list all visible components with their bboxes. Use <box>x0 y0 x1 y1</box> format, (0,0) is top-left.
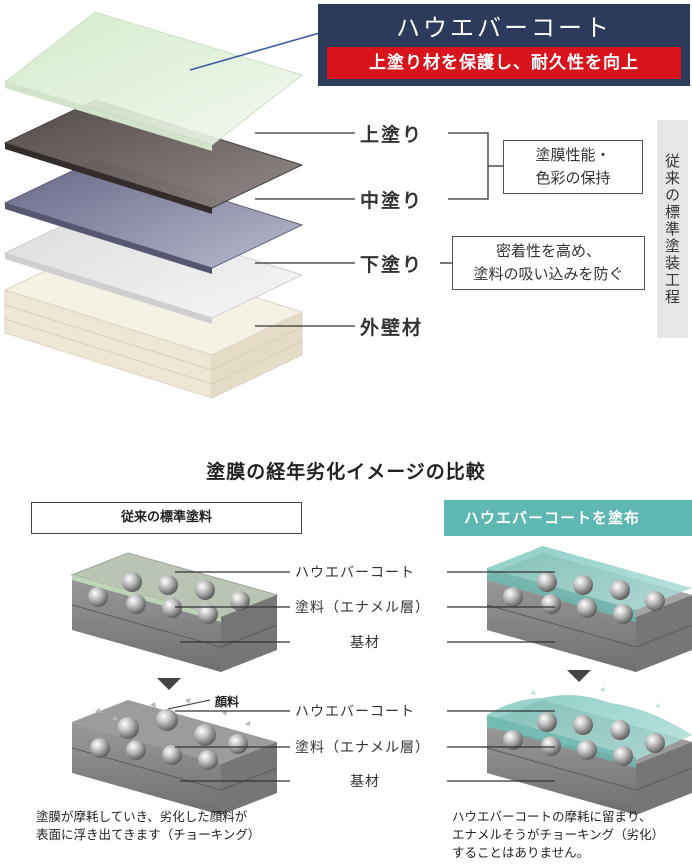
arrow-down-right <box>567 670 591 682</box>
however-coat-before-block <box>486 546 692 672</box>
note-color-line-1: 塗膜性能・ <box>535 146 611 164</box>
label-upper-enamel: 塗料（エナメル層） <box>295 600 430 616</box>
arrow-down-left <box>157 678 181 690</box>
standard-coating-after-block <box>71 698 278 815</box>
label-upper-substrate: 基材 <box>350 635 380 651</box>
note-adhesion-line-2: 塗料の吸い込みを防ぐ <box>473 265 624 283</box>
caption-right-line-1: ハウエバーコートの摩耗に留まり、 <box>452 809 652 824</box>
caption-right-line-3: することはありません。 <box>452 845 590 860</box>
note-adhesion: 密着性を高め、 塗料の吸い込みを防ぐ <box>452 236 645 290</box>
product-subtitle: 上塗り材を保護し、耐久性を向上 <box>327 47 681 79</box>
header-however-coat: ハウエバーコートを塗布 <box>444 500 692 536</box>
label-pigment: 顔料 <box>215 695 240 709</box>
caption-standard-coating: 塗膜が摩耗していき、劣化した顔料が 表面に浮き出てきます（チョーキング） <box>36 808 260 844</box>
caption-left-line-1: 塗膜が摩耗していき、劣化した顔料が <box>36 809 248 824</box>
product-title: ハウエバーコート <box>396 14 612 42</box>
label-lower-substrate: 基材 <box>350 774 380 790</box>
label-middle-coat: 中塗り <box>360 190 424 212</box>
header-standard-coating: 従来の標準塗料 <box>31 502 302 534</box>
label-upper-clear-coat: ハウエバーコート <box>295 565 415 581</box>
top-coat-layer <box>3 99 304 209</box>
middle-coat-layer <box>3 159 304 269</box>
note-color-retention: 塗膜性能・ 色彩の保持 <box>503 140 643 194</box>
label-under-coat: 下塗り <box>360 254 424 276</box>
caption-left-line-2: 表面に浮き出てきます（チョーキング） <box>36 827 261 842</box>
comparison-title: 塗膜の経年劣化イメージの比較 <box>206 461 486 483</box>
label-lower-clear-coat: ハウエバーコート <box>295 704 415 720</box>
note-color-line-2: 色彩の保持 <box>535 169 611 187</box>
label-top-coat: 上塗り <box>360 124 424 146</box>
label-wall: 外壁材 <box>360 317 424 339</box>
note-adhesion-line-1: 密着性を高め、 <box>495 242 601 260</box>
standard-process-vertical-label: 従来の標準塗装工程 <box>657 120 688 338</box>
however-coat-after-block <box>486 687 692 815</box>
caption-right-line-2: エナメルそうがチョーキング（劣化） <box>452 827 665 842</box>
standard-coating-before-block <box>70 552 279 672</box>
label-lower-enamel: 塗料（エナメル層） <box>295 740 430 756</box>
caption-however-coat: ハウエバーコートの摩耗に留まり、 エナメルそうがチョーキング（劣化） することは… <box>452 808 692 862</box>
